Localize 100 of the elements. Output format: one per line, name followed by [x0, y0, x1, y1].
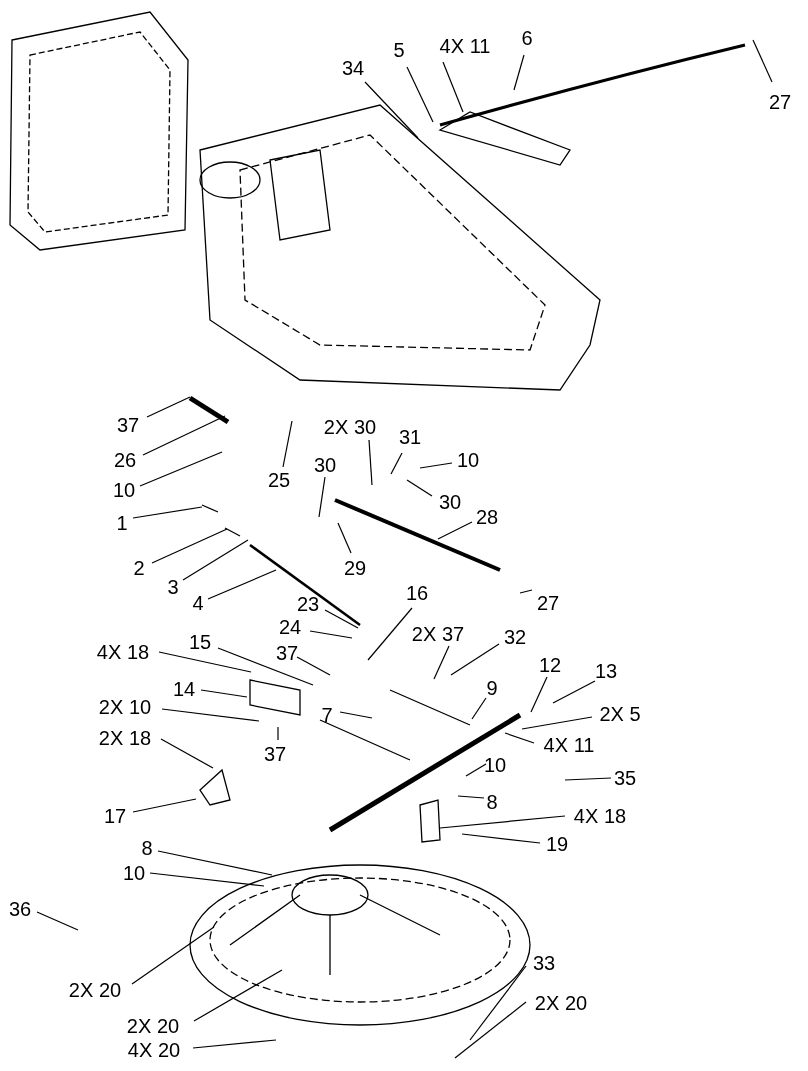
callout-number: 37 [275, 643, 299, 663]
leader-line [207, 569, 277, 600]
leader-line [368, 439, 373, 486]
leader-line [200, 689, 248, 698]
leader-line [151, 528, 228, 564]
callout-number: 30 [313, 455, 337, 475]
callout-number: 2 [133, 558, 145, 578]
callout-number: 3 [167, 577, 179, 597]
leader-line [419, 462, 453, 469]
leader-line [530, 676, 548, 713]
callout-number: 10 [483, 755, 507, 775]
leader-line [339, 711, 373, 719]
callout-number: 1 [116, 513, 128, 533]
leader-line [552, 680, 596, 704]
callout-number: 28 [475, 507, 499, 527]
callout-number: 10 [122, 863, 146, 883]
leader-line [131, 926, 215, 985]
leader-line [337, 522, 352, 554]
callout-number: 36 [8, 899, 32, 919]
callout-number: 33 [532, 953, 556, 973]
leader-line [513, 54, 525, 91]
leader-line [139, 451, 223, 487]
leader-line [364, 81, 419, 139]
callout-number: 2X 20 [126, 1016, 180, 1036]
leader-line [324, 609, 359, 629]
callout-number: 27 [536, 593, 560, 613]
leader-line [296, 656, 331, 676]
callout-number: 30 [438, 492, 462, 512]
callout-number: 29 [343, 558, 367, 578]
callout-number: 7 [321, 705, 333, 725]
callout-number: 4X 20 [127, 1040, 181, 1060]
callout-number: 5 [393, 40, 405, 60]
callout-number: 13 [594, 661, 618, 681]
leader-line [564, 777, 612, 781]
leader-line [157, 850, 273, 876]
leader-line [193, 969, 283, 1022]
leader-line [192, 1039, 277, 1049]
callout-number: 4X 11 [543, 735, 595, 755]
leader-line [132, 506, 203, 519]
leader-line [450, 643, 500, 676]
callout-number: 27 [768, 92, 792, 112]
callout-number: 8 [141, 838, 153, 858]
callout-number: 4X 18 [96, 642, 150, 662]
leader-line [433, 645, 450, 680]
callout-number: 37 [263, 744, 287, 764]
leader-line [406, 66, 434, 123]
leader-line [439, 815, 566, 829]
leader-line [217, 647, 314, 686]
callout-number: 16 [405, 583, 429, 603]
callout-number: 9 [486, 678, 498, 698]
callout-number: 37 [116, 415, 140, 435]
leader-line [158, 651, 252, 673]
callout-number: 2X 20 [68, 980, 122, 1000]
leader-line [469, 965, 527, 1041]
callout-number: 15 [188, 632, 212, 652]
callout-number: 4X 18 [573, 806, 627, 826]
leader-line [36, 911, 79, 931]
leader-line [318, 476, 326, 518]
callout-number: 2X 10 [98, 697, 152, 717]
leader-line [437, 521, 473, 540]
callout-number: 17 [103, 806, 127, 826]
callout-number: 19 [545, 834, 569, 854]
callout-number: 6 [521, 28, 533, 48]
leader-line [182, 539, 249, 581]
leader-line [442, 61, 464, 113]
callout-number: 14 [172, 679, 196, 699]
callout-number: 35 [613, 768, 637, 788]
leader-line [406, 479, 433, 497]
leader-line [457, 795, 485, 799]
callout-number: 2X 18 [98, 728, 152, 748]
callout-number: 23 [296, 594, 320, 614]
leader-line [471, 697, 487, 720]
leader-line [277, 726, 279, 741]
callout-number: 8 [486, 792, 498, 812]
callout-number: 12 [538, 655, 562, 675]
leader-line [160, 738, 214, 769]
leader-line [461, 833, 541, 844]
callout-number: 2X 37 [411, 624, 465, 644]
callout-number: 2X 30 [323, 417, 377, 437]
callout-number: 10 [456, 450, 480, 470]
leader-line [161, 708, 260, 722]
callout-number: 25 [267, 470, 291, 490]
leader-line [504, 732, 535, 744]
leader-line [132, 798, 197, 813]
leader-line [465, 763, 487, 777]
leader-line [309, 630, 353, 639]
callout-number: 34 [341, 58, 365, 78]
callout-number: 4 [192, 593, 204, 613]
leader-line [282, 420, 293, 468]
callout-number: 2X 20 [534, 993, 588, 1013]
callout-number: 24 [278, 617, 302, 637]
leader-line [519, 589, 533, 594]
leader-line [390, 452, 403, 475]
leader-line [142, 415, 226, 456]
callout-number: 10 [112, 480, 136, 500]
callout-number: 4X 11 [439, 36, 491, 56]
leader-line [752, 39, 773, 83]
leader-line [149, 872, 265, 887]
callout-number: 32 [503, 627, 527, 647]
leader-line [521, 716, 593, 730]
